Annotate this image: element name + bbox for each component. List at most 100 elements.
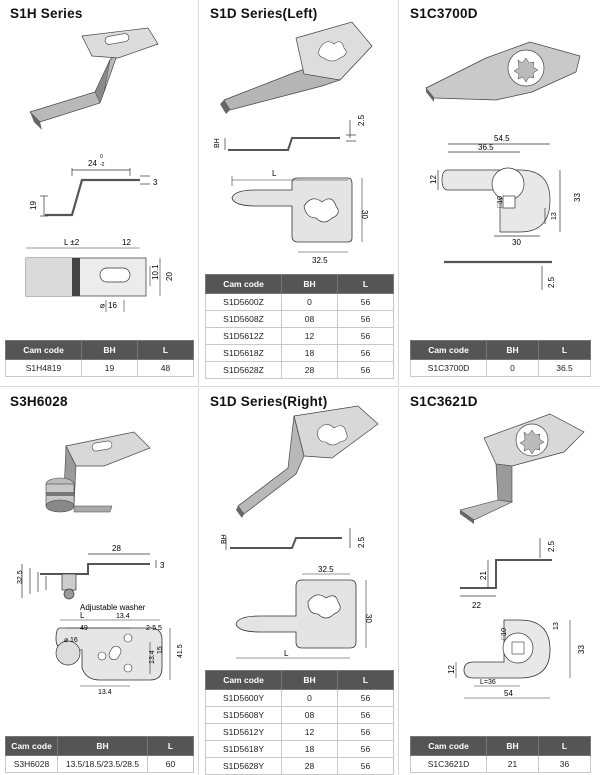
panel-title: S1C3621D bbox=[410, 394, 478, 409]
cell-l: 56 bbox=[337, 344, 394, 362]
cam-3d-illustration bbox=[45, 431, 151, 513]
header-bh: BH bbox=[57, 736, 148, 756]
panel-title: S1D Series(Left) bbox=[210, 6, 318, 21]
table-header-row: Cam code BH L bbox=[410, 340, 591, 360]
dim-e: 13 bbox=[553, 622, 560, 630]
dim-c: 12 bbox=[429, 175, 438, 184]
dim-b: BH bbox=[214, 138, 221, 148]
cell-l: 56 bbox=[337, 757, 394, 775]
dim-h: 2.5 bbox=[547, 276, 556, 288]
dim-i: 2-5.5 bbox=[146, 625, 162, 632]
panel-s1c3621d: S1C3621D 2.5 21 22 bbox=[400, 388, 600, 775]
panel-s1c3700d: S1C3700D 54.5 36.5 12 □10 13 33 bbox=[400, 0, 600, 387]
table-header-row: Cam code BH L bbox=[205, 670, 394, 690]
header-l: L bbox=[538, 340, 591, 360]
cell-bh: 0 bbox=[486, 359, 539, 377]
dim-c: 22 bbox=[472, 601, 481, 610]
s1c3700d-drawing: 54.5 36.5 12 □10 13 33 30 2.5 bbox=[425, 41, 582, 290]
cell-cam-code: S1D5600Z bbox=[205, 293, 282, 311]
bottom-view bbox=[55, 619, 171, 687]
cell-cam-code: S1C3700D bbox=[410, 359, 487, 377]
panel-title: S1C3700D bbox=[410, 6, 478, 21]
header-l: L bbox=[337, 670, 394, 690]
cell-l: 56 bbox=[337, 689, 394, 707]
dim-d: □10 bbox=[497, 196, 504, 208]
s1d-left-drawing: 2.5 BH L 30 32.5 bbox=[214, 21, 373, 265]
top-view bbox=[235, 573, 367, 659]
dim-g: 20 bbox=[165, 272, 174, 281]
s3h6028-drawing: 28 3 32.5 Adjustable washer L 13.4 49 ⌀ bbox=[17, 431, 184, 696]
top-view bbox=[455, 619, 571, 699]
dim-f: 33 bbox=[577, 645, 586, 654]
panel-title: S1D Series(Right) bbox=[210, 394, 328, 409]
header-l: L bbox=[147, 736, 194, 756]
cell-bh: 08 bbox=[281, 310, 338, 328]
cell-bh: 0 bbox=[281, 293, 338, 311]
cell-cam-code: S1D5618Z bbox=[205, 344, 282, 362]
header-cam-code: Cam code bbox=[410, 736, 487, 756]
top-view bbox=[437, 143, 561, 237]
panel-title: S3H6028 bbox=[10, 394, 68, 409]
cell-cam-code: S1D5612Y bbox=[205, 723, 282, 741]
header-bh: BH bbox=[281, 274, 338, 294]
header-l: L bbox=[337, 274, 394, 294]
spec-table: Cam code BH L S1C3621D 21 36 bbox=[410, 736, 591, 773]
side-view bbox=[225, 528, 351, 550]
dim-c: 32.5 bbox=[17, 570, 24, 584]
cam-3d-illustration bbox=[29, 27, 159, 130]
dim-a: 2.5 bbox=[357, 114, 366, 126]
panel-s1d-series-left: S1D Series(Left) 2.5 BH bbox=[200, 0, 399, 387]
dim-f: 33 bbox=[573, 193, 582, 202]
cam-3d-illustration bbox=[220, 21, 373, 114]
side-view bbox=[224, 120, 356, 151]
cell-bh: 12 bbox=[281, 327, 338, 345]
dim-g: 30 bbox=[512, 238, 521, 247]
table-row: S3H6028 13.5/18.5/23.5/28.5 60 bbox=[5, 755, 194, 773]
diameter-symbol: ⌀ bbox=[64, 637, 68, 644]
top-view bbox=[231, 176, 363, 253]
bottom-view bbox=[25, 247, 161, 312]
dim-c: 32.5 bbox=[318, 565, 334, 574]
spec-table: Cam code BH L S1H4819 19 48 bbox=[5, 340, 194, 377]
header-bh: BH bbox=[81, 340, 138, 360]
dim-m: 13.4 bbox=[98, 689, 112, 696]
dim-a: 24 bbox=[88, 159, 97, 168]
cell-cam-code: S1D5612Z bbox=[205, 327, 282, 345]
cell-l: 56 bbox=[337, 310, 394, 328]
header-cam-code: Cam code bbox=[205, 274, 282, 294]
dim-e: L bbox=[80, 611, 85, 620]
dim-b: 21 bbox=[479, 571, 488, 580]
dim-c: 19 bbox=[29, 201, 38, 210]
dim-g: 12 bbox=[447, 665, 456, 674]
table-row: S1C3700D 0 36.5 bbox=[410, 359, 591, 377]
dim-h: 16 bbox=[108, 301, 117, 310]
cell-l: 56 bbox=[337, 361, 394, 379]
spec-table: Cam code BH L S1C3700D 0 36.5 bbox=[410, 340, 591, 377]
dim-a-tol-top: 0 bbox=[100, 154, 103, 160]
cell-l: 56 bbox=[337, 740, 394, 758]
side-view bbox=[21, 553, 157, 600]
cam-3d-illustration bbox=[236, 405, 379, 518]
cell-cam-code: S1C3621D bbox=[410, 755, 487, 773]
header-cam-code: Cam code bbox=[410, 340, 487, 360]
header-cam-code: Cam code bbox=[5, 736, 58, 756]
side-view bbox=[40, 168, 150, 217]
header-bh: BH bbox=[486, 340, 539, 360]
cell-bh: 21 bbox=[486, 755, 539, 773]
diameter-symbol: ⌀ bbox=[100, 301, 105, 310]
cell-cam-code: S1D5608Y bbox=[205, 706, 282, 724]
cell-cam-code: S3H6028 bbox=[5, 755, 58, 773]
side-view bbox=[460, 538, 552, 597]
dim-b: 2.5 bbox=[357, 536, 366, 548]
dim-d: 30 bbox=[360, 210, 369, 219]
header-bh: BH bbox=[486, 736, 539, 756]
spec-table: Cam code BH L S3H6028 13.5/18.5/23.5/28.… bbox=[5, 736, 194, 773]
adjustable-washer-note: Adjustable washer bbox=[80, 603, 146, 612]
cell-bh: 19 bbox=[81, 359, 138, 377]
